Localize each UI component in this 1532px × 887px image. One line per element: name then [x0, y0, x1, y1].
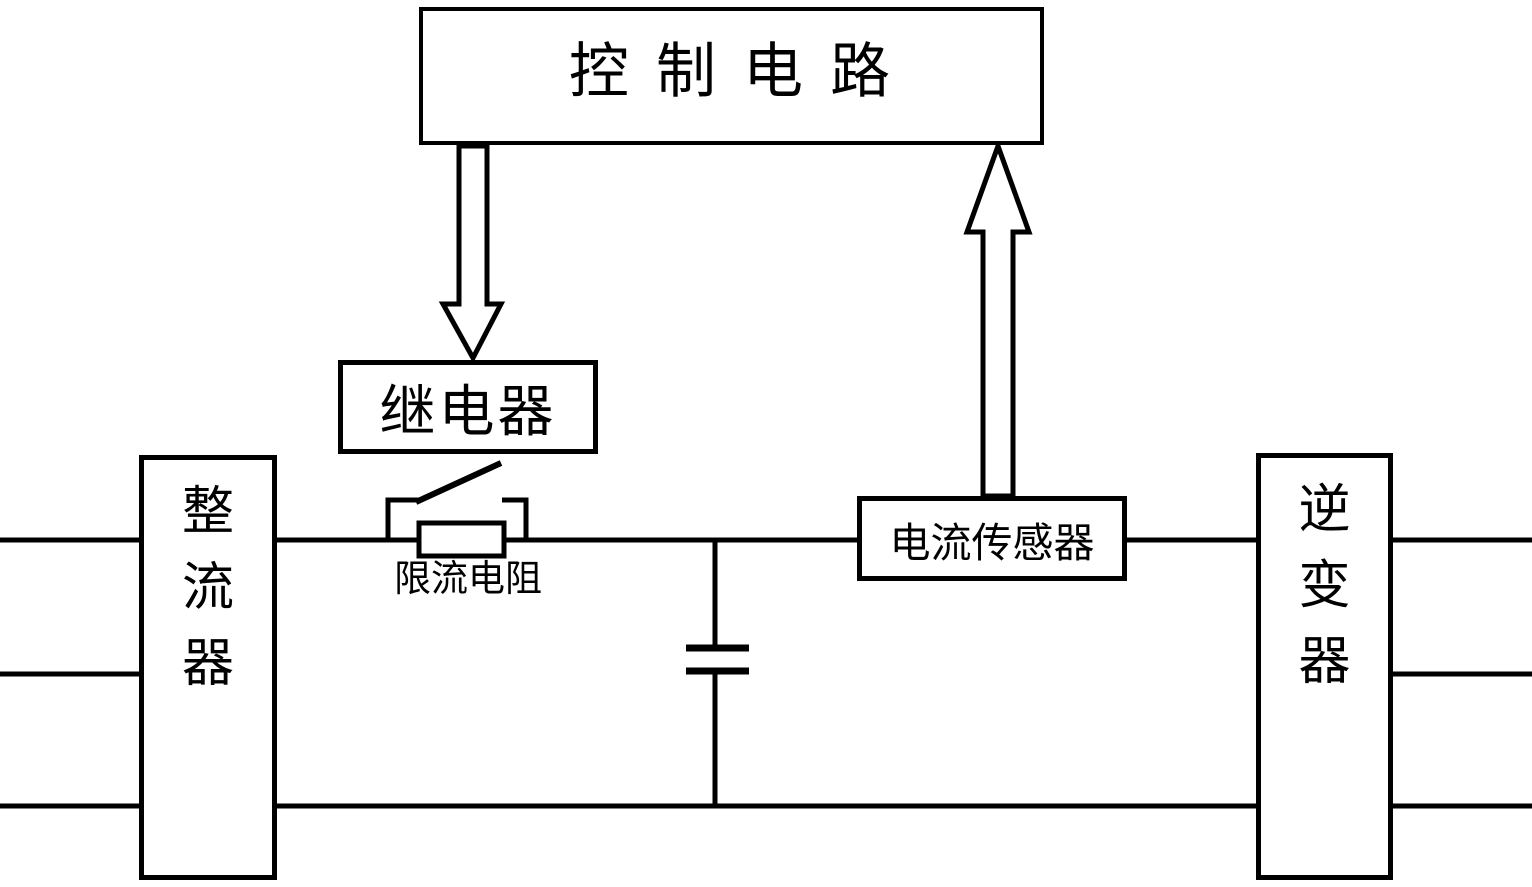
control-to-relay-arrow-icon — [438, 143, 506, 364]
current-sensor-label: 电流传感器 — [889, 518, 1095, 567]
relay-label: 继电器 — [379, 379, 557, 445]
sensor-to-control-arrow-icon — [963, 138, 1033, 499]
control-circuit-label: 控 制 电 路 — [568, 36, 895, 107]
resistor-body-icon — [416, 520, 507, 559]
inverter-box: 逆变器 — [1256, 453, 1393, 880]
relay-box: 继电器 — [338, 360, 598, 454]
current-sensor-box: 电流传感器 — [857, 496, 1127, 581]
relay-contact-blade-icon — [414, 460, 503, 505]
relay-contact-left-lead — [385, 497, 419, 542]
rectifier-label: 整流器 — [181, 482, 234, 694]
current-limit-resistor-label: 限流电阻 — [394, 557, 542, 600]
relay-contact-right-lead — [502, 497, 529, 542]
inverter-label: 逆变器 — [1298, 480, 1351, 692]
rectifier-box: 整流器 — [139, 455, 277, 880]
control-circuit-box: 控 制 电 路 — [419, 7, 1044, 145]
